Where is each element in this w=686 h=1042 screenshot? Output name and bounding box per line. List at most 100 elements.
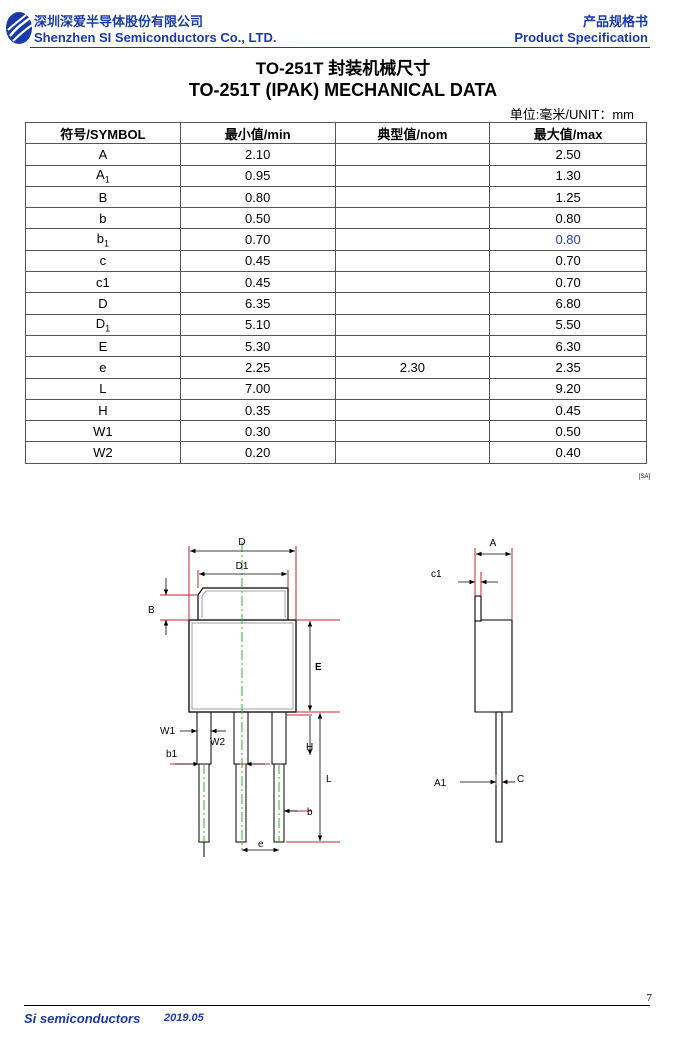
cell-nom: 2.30 <box>334 356 491 379</box>
cell-min: 0.20 <box>179 441 336 464</box>
cell-max: 2.50 <box>489 143 647 166</box>
cell-max: 0.80 <box>489 207 647 230</box>
dim-label-e: e <box>258 839 264 850</box>
dim-label-W2: W2 <box>210 737 225 748</box>
cell-max: 1.25 <box>489 185 647 209</box>
page-number: 7 <box>646 992 653 1004</box>
footer-company: Si semiconductors <box>24 1011 141 1026</box>
cell-symbol: c <box>25 249 181 273</box>
side-lead <box>495 711 503 843</box>
cell-symbol: A <box>25 143 181 166</box>
cell-min: 0.50 <box>179 207 336 230</box>
dim-label-H: H <box>306 742 313 753</box>
cell-min: 0.70 <box>179 228 336 251</box>
table-header-row: 符号/SYMBOL 最小值/min 典型值/nom 最大值/max <box>25 121 647 145</box>
cell-max: 6.80 <box>489 292 647 315</box>
cell-max: 6.30 <box>489 334 647 358</box>
cell-symbol: b1 <box>25 228 181 251</box>
lead-center <box>233 711 249 765</box>
cell-nom <box>334 249 491 273</box>
dim-label-A: A <box>490 538 497 549</box>
cell-min: 2.10 <box>179 143 336 166</box>
col-header-min: 最小值/min <box>179 121 336 145</box>
cell-max: 0.70 <box>489 271 647 294</box>
dim-label-b1: b1 <box>166 749 178 760</box>
cell-min: 0.45 <box>179 249 336 273</box>
cell-symbol: B <box>25 185 181 209</box>
lead-left <box>196 711 212 765</box>
cell-max: 0.40 <box>489 441 647 464</box>
cell-min: 2.25 <box>179 356 336 379</box>
cell-nom <box>334 398 491 422</box>
cell-max: 0.45 <box>489 398 647 422</box>
cell-symbol: b <box>25 207 181 230</box>
cell-min: 6.35 <box>179 292 336 315</box>
col-header-symbol: 符号/SYMBOL <box>25 121 181 145</box>
cell-nom <box>334 292 491 315</box>
header-divider <box>30 47 650 48</box>
cell-min: 0.95 <box>179 164 336 187</box>
cell-symbol: W2 <box>25 441 181 464</box>
cell-min: 5.10 <box>179 313 336 336</box>
dim-label-A1: A1 <box>434 778 447 789</box>
col-header-max: 最大值/max <box>489 121 647 145</box>
doc-type-cn: 产品规格书 <box>582 14 648 29</box>
doc-type-en: Product Specification <box>514 30 648 45</box>
cell-max: 0.80 <box>489 228 647 251</box>
dim-label-E: E <box>315 662 322 673</box>
front-tab-outline <box>197 587 289 620</box>
cell-symbol: H <box>25 398 181 422</box>
lead-right <box>271 711 287 765</box>
cell-nom <box>334 441 491 464</box>
page-title-en: TO-251T (IPAK) MECHANICAL DATA <box>188 80 498 100</box>
cell-symbol: A1 <box>25 164 181 187</box>
cell-symbol: E <box>25 334 181 358</box>
cell-nom <box>334 271 491 294</box>
col-header-nom: 典型值/nom <box>334 121 491 145</box>
dim-label-D: D <box>238 537 245 548</box>
cell-max: 1.30 <box>489 164 647 187</box>
company-logo-icon <box>6 12 33 44</box>
cell-nom <box>334 207 491 230</box>
cell-symbol: c1 <box>25 271 181 294</box>
side-body <box>474 619 513 713</box>
cell-min: 0.35 <box>179 398 336 422</box>
company-name-en: Shenzhen SI Semiconductors Co., LTD. <box>34 30 277 45</box>
cell-symbol: L <box>25 377 181 400</box>
footer-date: 2019.05 <box>164 1012 204 1024</box>
cell-min: 0.80 <box>179 185 336 209</box>
company-name-cn: 深圳深爱半导体股份有限公司 <box>34 14 204 29</box>
cell-min: 5.30 <box>179 334 336 358</box>
footer-divider <box>24 1005 650 1006</box>
cell-min: 0.45 <box>179 271 336 294</box>
cell-max: 2.35 <box>489 356 647 379</box>
cell-max: 0.50 <box>489 420 647 443</box>
cell-symbol: e <box>25 356 181 379</box>
cell-nom <box>334 420 491 443</box>
dim-label-W1: W1 <box>160 726 175 737</box>
cell-max: 9.20 <box>489 377 647 400</box>
unit-label: 单位:毫米/UNIT：mm <box>509 107 634 122</box>
cell-nom <box>334 185 491 209</box>
cell-min: 7.00 <box>179 377 336 400</box>
cell-nom <box>334 334 491 358</box>
cell-max: 0.70 <box>489 249 647 273</box>
mechanical-drawing: D D1 B E W1 W2 b1 H L b e A c1 A1 C <box>148 537 524 857</box>
dim-label-L: L <box>326 774 332 785</box>
